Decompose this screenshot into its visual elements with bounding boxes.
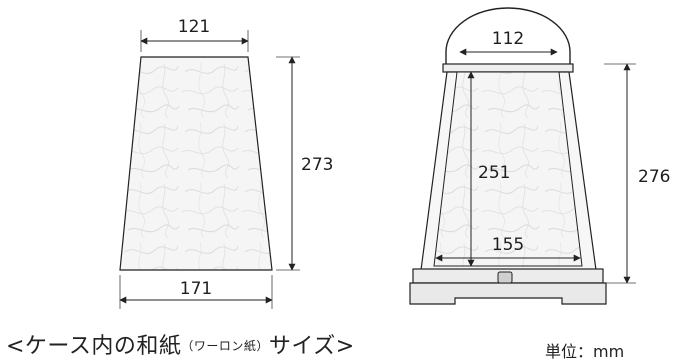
caption-note: （ワーロン紙） <box>181 339 269 353</box>
height-label: 273 <box>301 155 333 175</box>
paper-trapezoid <box>119 56 273 271</box>
unit-label: 単位：mm <box>545 342 625 361</box>
bottom-width-label: 171 <box>180 279 212 299</box>
top-width-label: 121 <box>178 17 210 37</box>
handle-width-label: 112 <box>492 29 524 49</box>
lantern-base-foot <box>409 282 607 305</box>
caption: <ケース内の和紙（ワーロン紙）サイズ> <box>6 328 355 360</box>
lantern-top-cap <box>442 63 574 73</box>
switch-knob <box>497 271 513 284</box>
total-height-label: 276 <box>638 167 670 187</box>
lantern-handle <box>445 7 571 66</box>
lantern-case-figure: 112 251 155 276 <box>409 7 670 305</box>
paper-shape-figure: 121 273 171 <box>119 17 333 309</box>
caption-open: <ケース内の和紙 <box>6 334 182 359</box>
inner-height-label: 251 <box>478 163 510 183</box>
caption-close: サイズ> <box>268 334 355 359</box>
panel-bottom-width-label: 155 <box>492 235 524 255</box>
